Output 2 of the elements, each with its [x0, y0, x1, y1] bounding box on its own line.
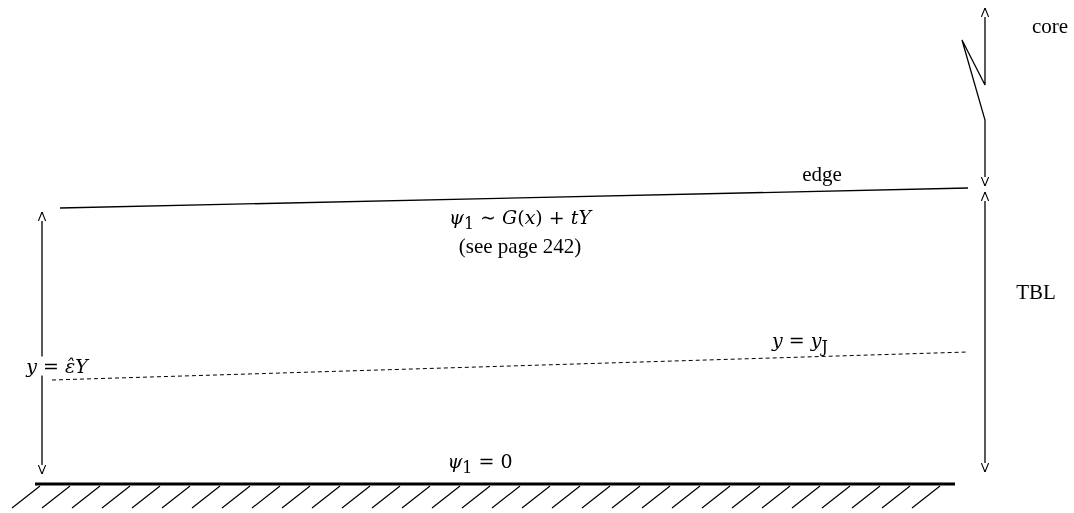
- formula: y = ε̂Y: [24, 356, 90, 376]
- note: (see page 242): [456, 235, 584, 257]
